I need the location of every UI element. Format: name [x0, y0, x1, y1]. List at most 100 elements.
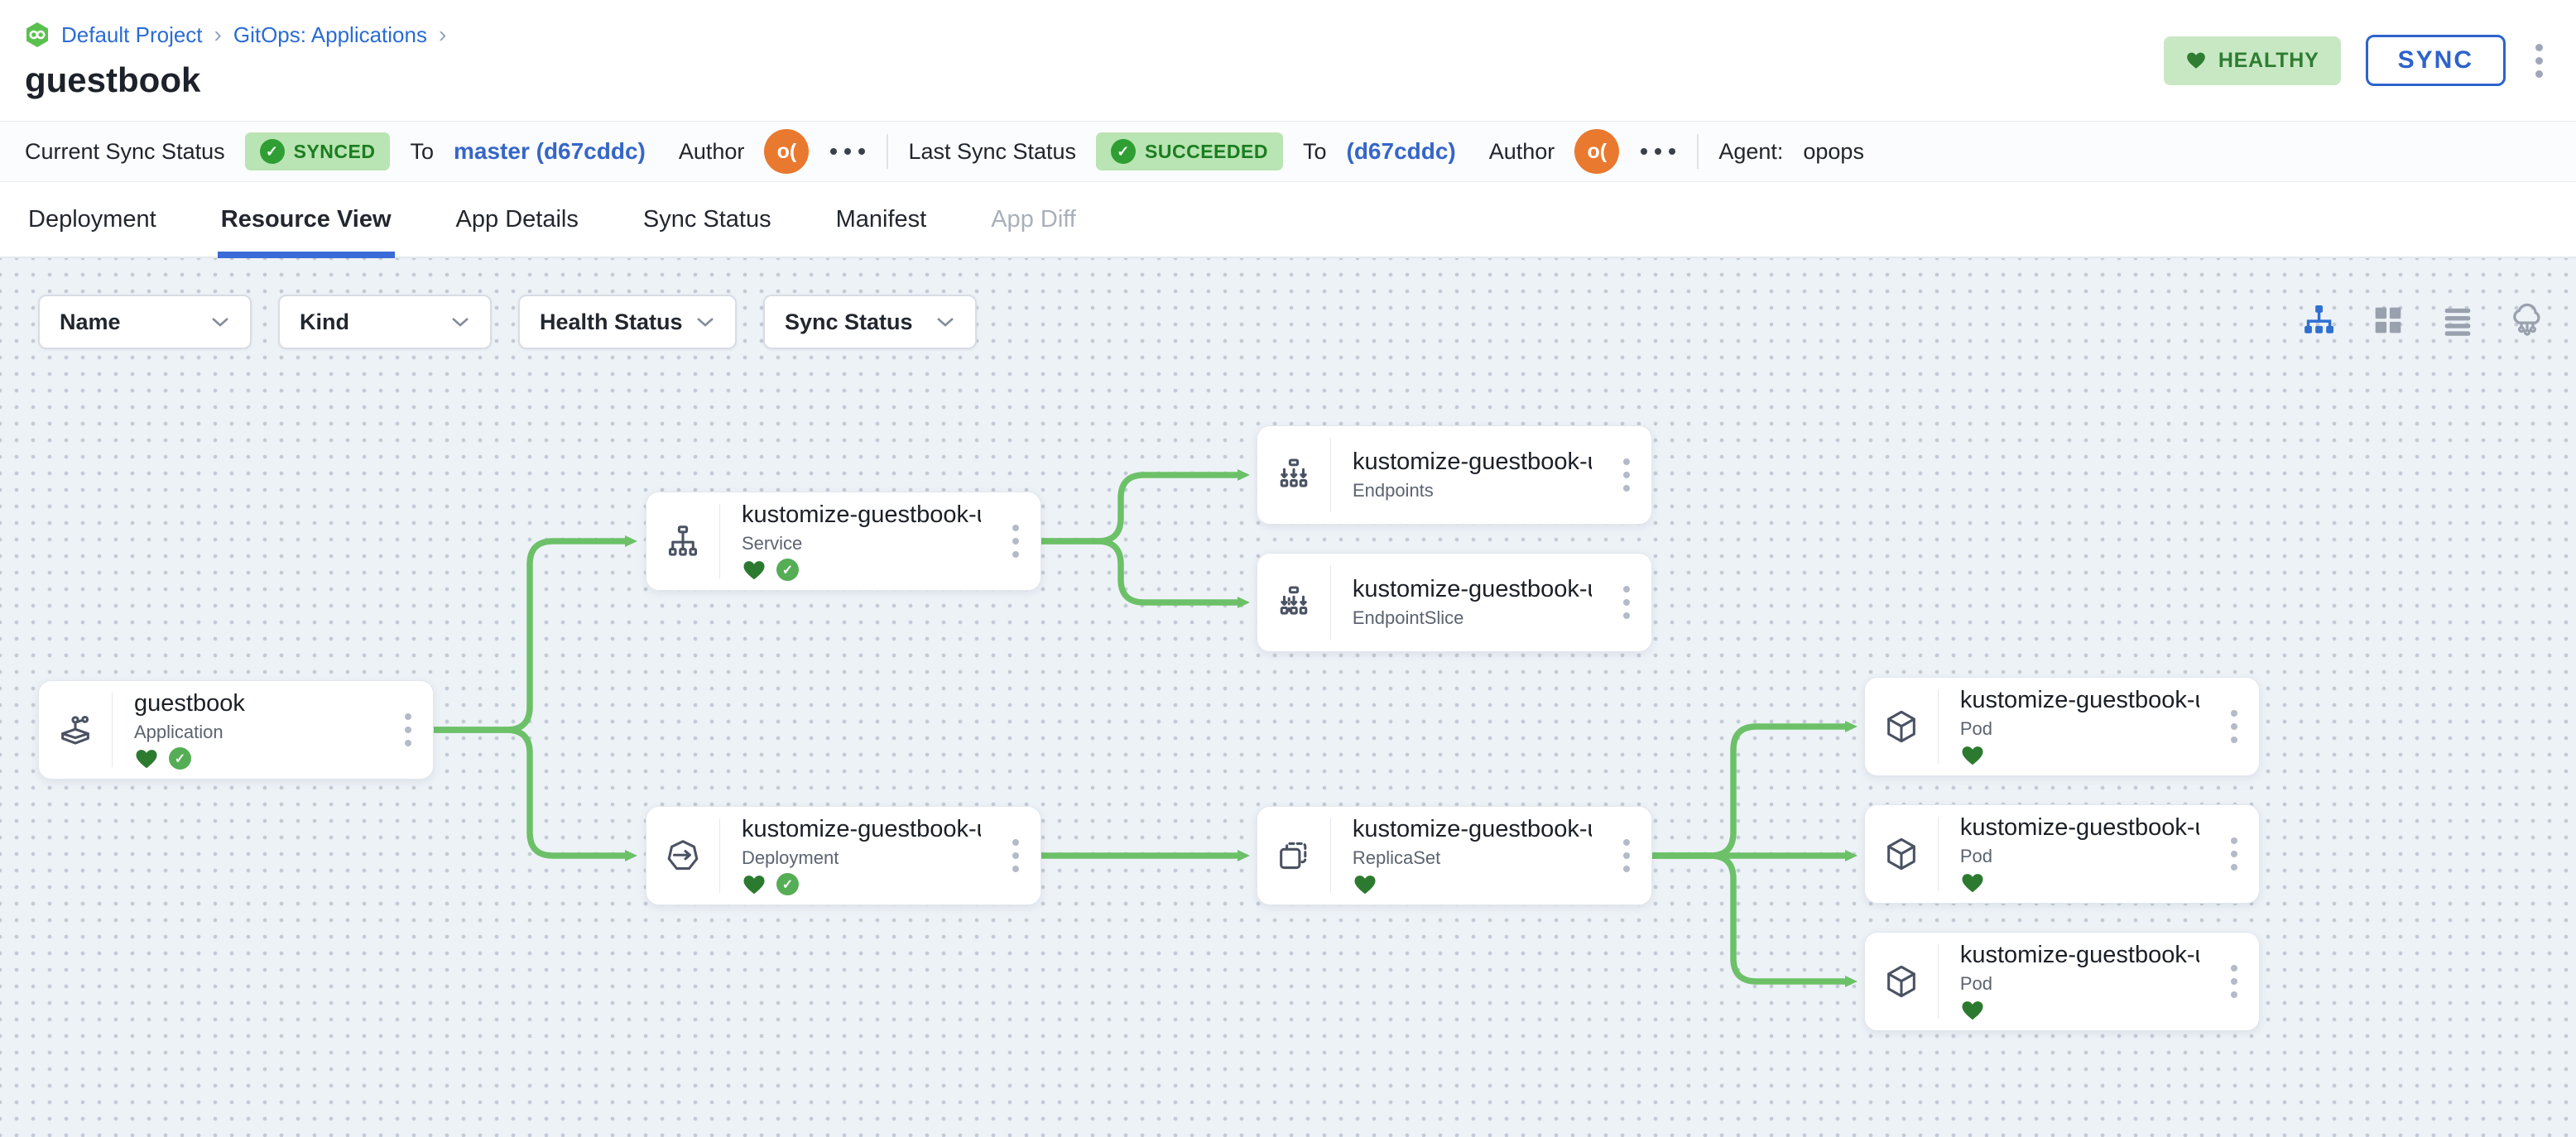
header-left: Default Project › GitOps: Applications ›… — [25, 21, 446, 100]
node-kebab-menu-icon[interactable] — [400, 708, 416, 751]
tab-app-details[interactable]: App Details — [455, 205, 579, 233]
cloud-view-icon[interactable] — [2508, 301, 2546, 339]
chevron-down-icon — [697, 318, 714, 327]
filter-health-status-dropdown[interactable]: Health Status — [518, 295, 737, 349]
deployment-icon — [646, 807, 719, 904]
header-actions: HEALTHY SYNC — [2163, 35, 2548, 86]
edge-app-to-service — [430, 535, 637, 733]
healthy-heart-icon — [1962, 1000, 1983, 1019]
node-title: kustomize-guestbook-ui-... — [1959, 686, 2199, 713]
node-title: kustomize-guestbook-ui — [741, 501, 981, 528]
breadcrumb-project-link[interactable]: Default Project — [61, 22, 203, 47]
healthy-heart-icon — [136, 749, 157, 768]
node-kind: ReplicaSet — [1352, 847, 1441, 868]
healthy-heart-icon — [1962, 746, 1983, 765]
node-title: guestbook — [134, 689, 245, 717]
node-deployment-kustomize-guestbook-ui[interactable]: kustomize-guestbook-ui Deployment ✓ — [646, 806, 1041, 905]
tab-deployment[interactable]: Deployment — [28, 205, 156, 233]
filter-kind-label: Kind — [300, 309, 349, 334]
synced-check-icon: ✓ — [169, 747, 191, 770]
filter-name-dropdown[interactable]: Name — [38, 295, 252, 349]
node-status: ✓ — [742, 873, 981, 896]
header-kebab-menu-icon[interactable] — [2530, 39, 2548, 83]
last-revision-link[interactable]: (d67cddc) — [1346, 138, 1456, 164]
node-pod-1[interactable]: kustomize-guestbook-ui-... Pod — [1864, 677, 2260, 776]
node-kind: Endpoints — [1352, 480, 1434, 501]
last-sync-status-label: Last Sync Status — [908, 138, 1077, 164]
succeeded-badge: ✓ SUCCEEDED — [1096, 132, 1283, 170]
sync-button[interactable]: SYNC — [2365, 35, 2506, 86]
node-kind: Pod — [1959, 972, 1992, 994]
gitops-logo-icon — [26, 22, 48, 47]
node-endpointslice-kustomize-guestbook-ui[interactable]: kustomize-guestbook-ui-... EndpointSlice — [1257, 553, 1652, 652]
endpointslice-icon — [1257, 554, 1330, 651]
node-kebab-menu-icon[interactable] — [1618, 581, 1635, 624]
node-kebab-menu-icon[interactable] — [2226, 960, 2242, 1003]
commit-details-more-icon[interactable] — [1639, 142, 1677, 161]
agent-value: opops — [1803, 138, 1864, 164]
health-badge-label: HEALTHY — [2218, 48, 2319, 72]
node-application-guestbook[interactable]: guestbook Application ✓ — [38, 680, 434, 780]
node-kebab-menu-icon[interactable] — [1007, 834, 1024, 877]
node-endpoints-kustomize-guestbook-ui[interactable]: kustomize-guestbook-ui Endpoints — [1257, 425, 1652, 525]
page-header: Default Project › GitOps: Applications ›… — [0, 0, 2576, 121]
node-kebab-menu-icon[interactable] — [1618, 834, 1635, 877]
filter-sync-status-label: Sync Status — [785, 309, 913, 334]
node-kebab-menu-icon[interactable] — [2226, 705, 2242, 748]
list-view-icon[interactable] — [2439, 301, 2477, 339]
breadcrumb-separator: › — [214, 22, 222, 47]
divider — [1697, 134, 1699, 169]
node-replicaset-kustomize-guestbook-ui[interactable]: kustomize-guestbook-ui-... ReplicaSet — [1257, 806, 1652, 905]
node-status: ✓ — [742, 559, 981, 582]
heart-icon — [2186, 52, 2205, 69]
node-kebab-menu-icon[interactable] — [1618, 453, 1635, 497]
health-status-badge: HEALTHY — [2163, 36, 2341, 85]
node-pod-3[interactable]: kustomize-guestbook-ui-... Pod — [1864, 932, 2260, 1031]
grid-view-icon[interactable] — [2369, 301, 2407, 339]
replicaset-icon — [1257, 807, 1330, 904]
node-pod-2[interactable]: kustomize-guestbook-ui-... Pod — [1864, 804, 2260, 904]
author-avatar: o( — [1574, 129, 1620, 174]
node-title: kustomize-guestbook-ui — [741, 815, 981, 842]
node-status — [1353, 873, 1592, 896]
breadcrumb: Default Project › GitOps: Applications › — [25, 21, 446, 49]
node-status: ✓ — [134, 747, 245, 770]
node-kebab-menu-icon[interactable] — [2226, 832, 2242, 876]
edge-app-to-deployment — [430, 727, 637, 861]
node-kebab-menu-icon[interactable] — [1007, 520, 1024, 563]
edge-service-to-endpoints — [1038, 469, 1250, 545]
tab-resource-view[interactable]: Resource View — [217, 182, 395, 258]
synced-check-icon: ✓ — [776, 873, 799, 895]
healthy-heart-icon — [1354, 875, 1376, 894]
tab-sync-status[interactable]: Sync Status — [642, 205, 771, 233]
pod-icon — [1865, 933, 1938, 1030]
divider — [1938, 944, 1939, 1019]
edge-replicaset-to-pod3 — [1649, 852, 1858, 987]
healthy-heart-icon — [743, 875, 765, 894]
divider — [887, 134, 889, 169]
current-revision-link[interactable]: master (d67cddc) — [454, 138, 646, 164]
breadcrumb-applications-link[interactable]: GitOps: Applications — [233, 22, 427, 47]
filter-health-status-label: Health Status — [540, 309, 683, 334]
filter-bar: Name Kind Health Status Sync Status — [38, 295, 977, 349]
commit-details-more-icon[interactable] — [829, 142, 867, 161]
check-circle-icon: ✓ — [259, 139, 285, 164]
author-avatar: o( — [764, 129, 810, 174]
tab-app-diff: App Diff — [991, 205, 1076, 233]
synced-badge-label: SYNCED — [293, 140, 376, 162]
node-kind: Pod — [1959, 845, 1992, 866]
node-status — [1960, 744, 2199, 767]
node-kind: EndpointSlice — [1352, 607, 1464, 628]
tree-view-icon[interactable] — [2300, 301, 2338, 339]
divider — [1330, 438, 1331, 512]
node-title: kustomize-guestbook-ui — [1352, 449, 1592, 475]
node-title: kustomize-guestbook-ui-... — [1959, 941, 2199, 968]
pod-icon — [1865, 678, 1938, 775]
tab-manifest[interactable]: Manifest — [835, 205, 927, 233]
resource-graph-canvas: Name Kind Health Status Sync Status — [0, 258, 2576, 1137]
filter-kind-dropdown[interactable]: Kind — [278, 295, 492, 349]
node-service-kustomize-guestbook-ui[interactable]: kustomize-guestbook-ui Service ✓ — [646, 492, 1041, 591]
filter-sync-status-dropdown[interactable]: Sync Status — [763, 295, 977, 349]
chevron-down-icon — [452, 318, 469, 327]
divider — [1938, 817, 1939, 891]
